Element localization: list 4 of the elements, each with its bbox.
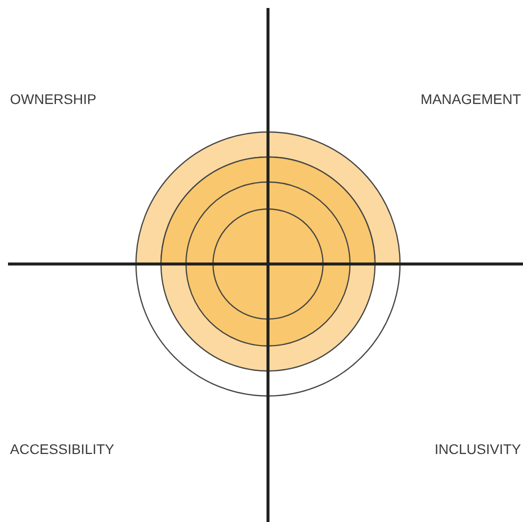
quadrant-label: OWNERSHIP: [10, 91, 96, 107]
quadrant-label: ACCESSIBILITY: [10, 441, 114, 457]
quadrant-label: INCLUSIVITY: [434, 441, 521, 457]
quadrant-label: MANAGEMENT: [420, 91, 521, 107]
